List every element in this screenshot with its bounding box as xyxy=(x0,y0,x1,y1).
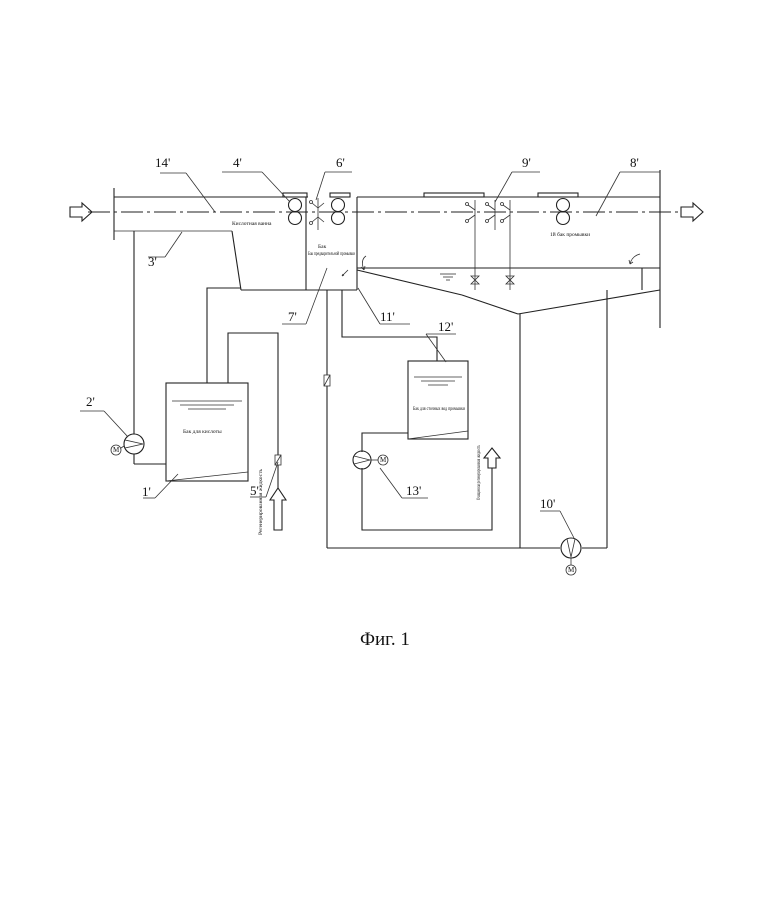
regen-inlet-arrow xyxy=(270,488,286,530)
spray-nozzles-6 xyxy=(310,198,325,230)
waste-tank xyxy=(408,361,468,439)
ref-8: 8' xyxy=(630,155,639,170)
svg-text:M: M xyxy=(568,566,575,574)
ref-4: 4' xyxy=(233,155,242,170)
wash-bath xyxy=(357,170,660,328)
acid-tank-label: Бак для кислоты xyxy=(183,429,222,435)
svg-text:M: M xyxy=(113,446,120,454)
ref-13: 13' xyxy=(406,483,421,498)
acid-bath-label: Кислотная ванна xyxy=(232,221,272,227)
strip-line xyxy=(70,203,703,221)
ref-1: 1' xyxy=(142,484,151,499)
purified-outlet-arrow xyxy=(484,448,500,468)
outlet-arrow xyxy=(681,203,703,221)
prewash-tank-label-1: Бак xyxy=(318,244,327,250)
waste-tank-label: Бак для сточных вод промывки xyxy=(413,406,465,412)
waste-piping xyxy=(324,290,607,548)
prewash-tank xyxy=(306,197,660,290)
ref-2: 2' xyxy=(86,394,95,409)
spray-nozzles-9 xyxy=(466,200,515,290)
ref-9: 9' xyxy=(522,155,531,170)
ref-6: 6' xyxy=(336,155,345,170)
purified-waste-label: Очищенная регенерированная жидкость xyxy=(476,445,482,500)
ref-7: 7' xyxy=(288,309,297,324)
figure-caption: Фиг. 1 xyxy=(360,629,410,650)
liquid-level-mark xyxy=(440,274,456,280)
regen-liquid-label: Регенерированная жидкость xyxy=(258,469,264,535)
ref-14: 14' xyxy=(155,155,170,170)
svg-text:M: M xyxy=(380,456,387,464)
waste-pump-13: M xyxy=(353,451,388,469)
wash-bath-label: 1й бак промывки xyxy=(550,231,590,238)
leader-lines xyxy=(80,172,660,538)
acid-bath xyxy=(114,188,308,290)
acid-pump-2: M xyxy=(111,434,144,455)
ref-10: 10' xyxy=(540,496,555,511)
roller-pair-prewash xyxy=(330,193,350,225)
ref-5: 5' xyxy=(250,483,259,498)
prewash-tank-label: Бак предварительной промывки xyxy=(308,250,355,257)
wash-pump-10: M xyxy=(561,538,581,575)
ref-3: 3' xyxy=(148,254,157,269)
ref-12: 12' xyxy=(438,319,453,334)
overflow-arrow-right xyxy=(629,254,640,264)
ref-11: 11' xyxy=(380,309,395,324)
